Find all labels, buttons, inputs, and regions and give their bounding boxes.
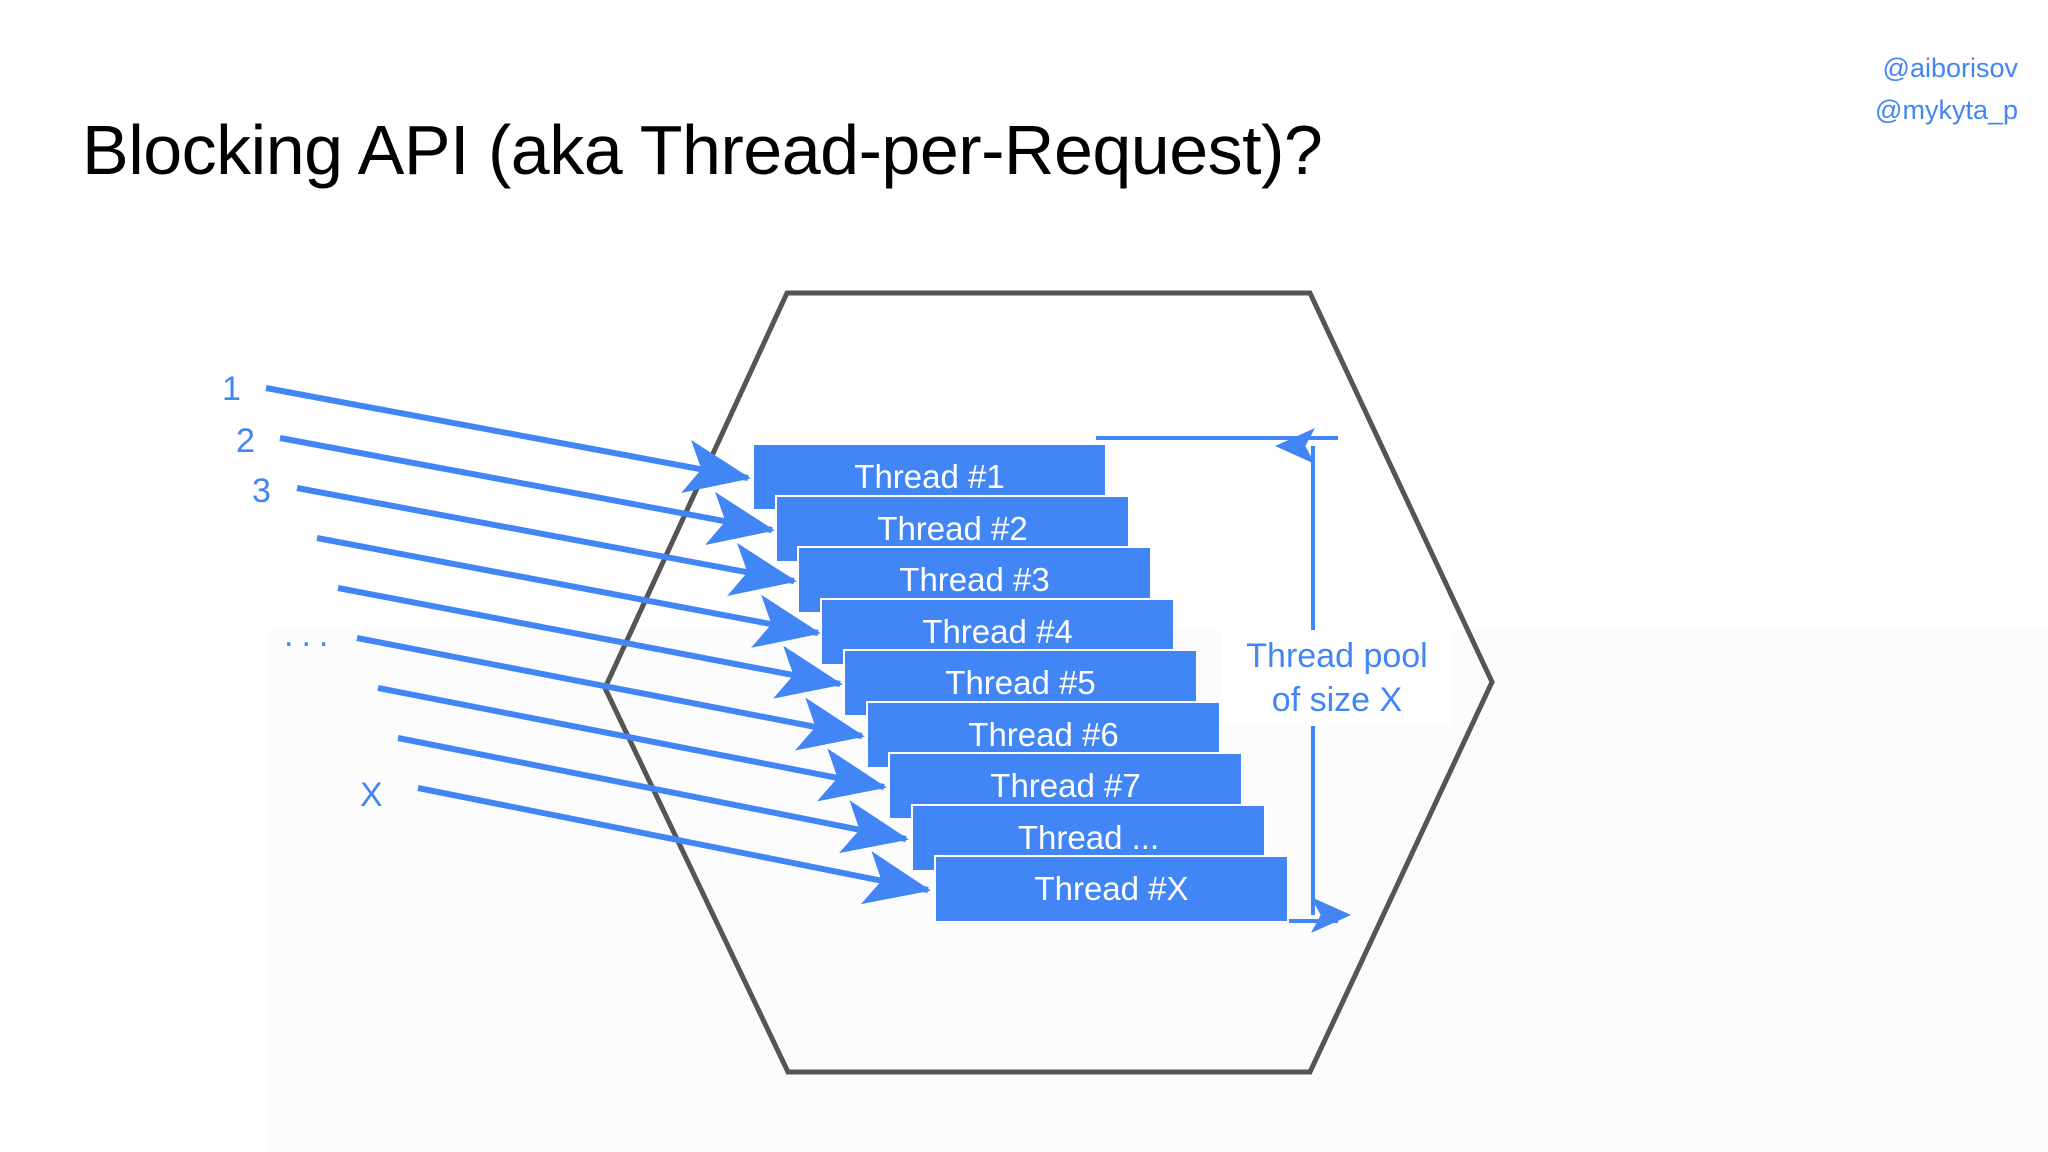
request-arrow-1 <box>265 385 751 493</box>
handle-primary: @aiborisov <box>1882 53 2018 83</box>
request-arrow-9 <box>417 785 931 905</box>
page-title: Blocking API (aka Thread-per-Request)? <box>82 111 1323 189</box>
thread-bar-label: Thread #6 <box>968 716 1119 753</box>
thread-bar-label: Thread #4 <box>922 613 1073 650</box>
request-arrow-7 <box>377 685 887 802</box>
request-arrow-2 <box>279 435 775 545</box>
thread-bar-label: Thread #7 <box>990 767 1141 804</box>
thread-bar-label: Thread #3 <box>899 561 1050 598</box>
request-arrow-3 <box>296 485 797 596</box>
request-arrow-8 <box>397 735 909 854</box>
author-handles: @aiborisov @mykyta_p <box>1875 48 2018 132</box>
request-arrow-6 <box>356 635 865 751</box>
thread-bar-9: Thread #X <box>934 855 1289 923</box>
thread-bar-label: Thread #2 <box>877 510 1028 547</box>
request-arrow-4 <box>316 535 821 648</box>
pool-caption-line-1: Thread pool <box>1246 637 1428 675</box>
handle-secondary: @mykyta_p <box>1875 94 2018 125</box>
lane-label-2: 2 <box>236 422 255 460</box>
pool-size-caption: Thread pool of size X <box>1222 630 1452 727</box>
pool-caption-line-2: of size X <box>1271 681 1403 720</box>
thread-bar-label: Thread ... <box>1017 819 1160 856</box>
request-arrows <box>265 385 931 905</box>
thread-bar-label: Thread #X <box>1034 870 1189 907</box>
lane-label-ellipsis: ... <box>284 616 337 654</box>
lane-label-x: X <box>360 776 383 814</box>
lane-label-3: 3 <box>252 472 271 510</box>
lane-label-1: 1 <box>222 370 241 408</box>
thread-bar-label: Thread #5 <box>945 664 1096 701</box>
thread-bar-label: Thread #1 <box>854 458 1005 495</box>
request-arrow-5 <box>337 585 843 699</box>
